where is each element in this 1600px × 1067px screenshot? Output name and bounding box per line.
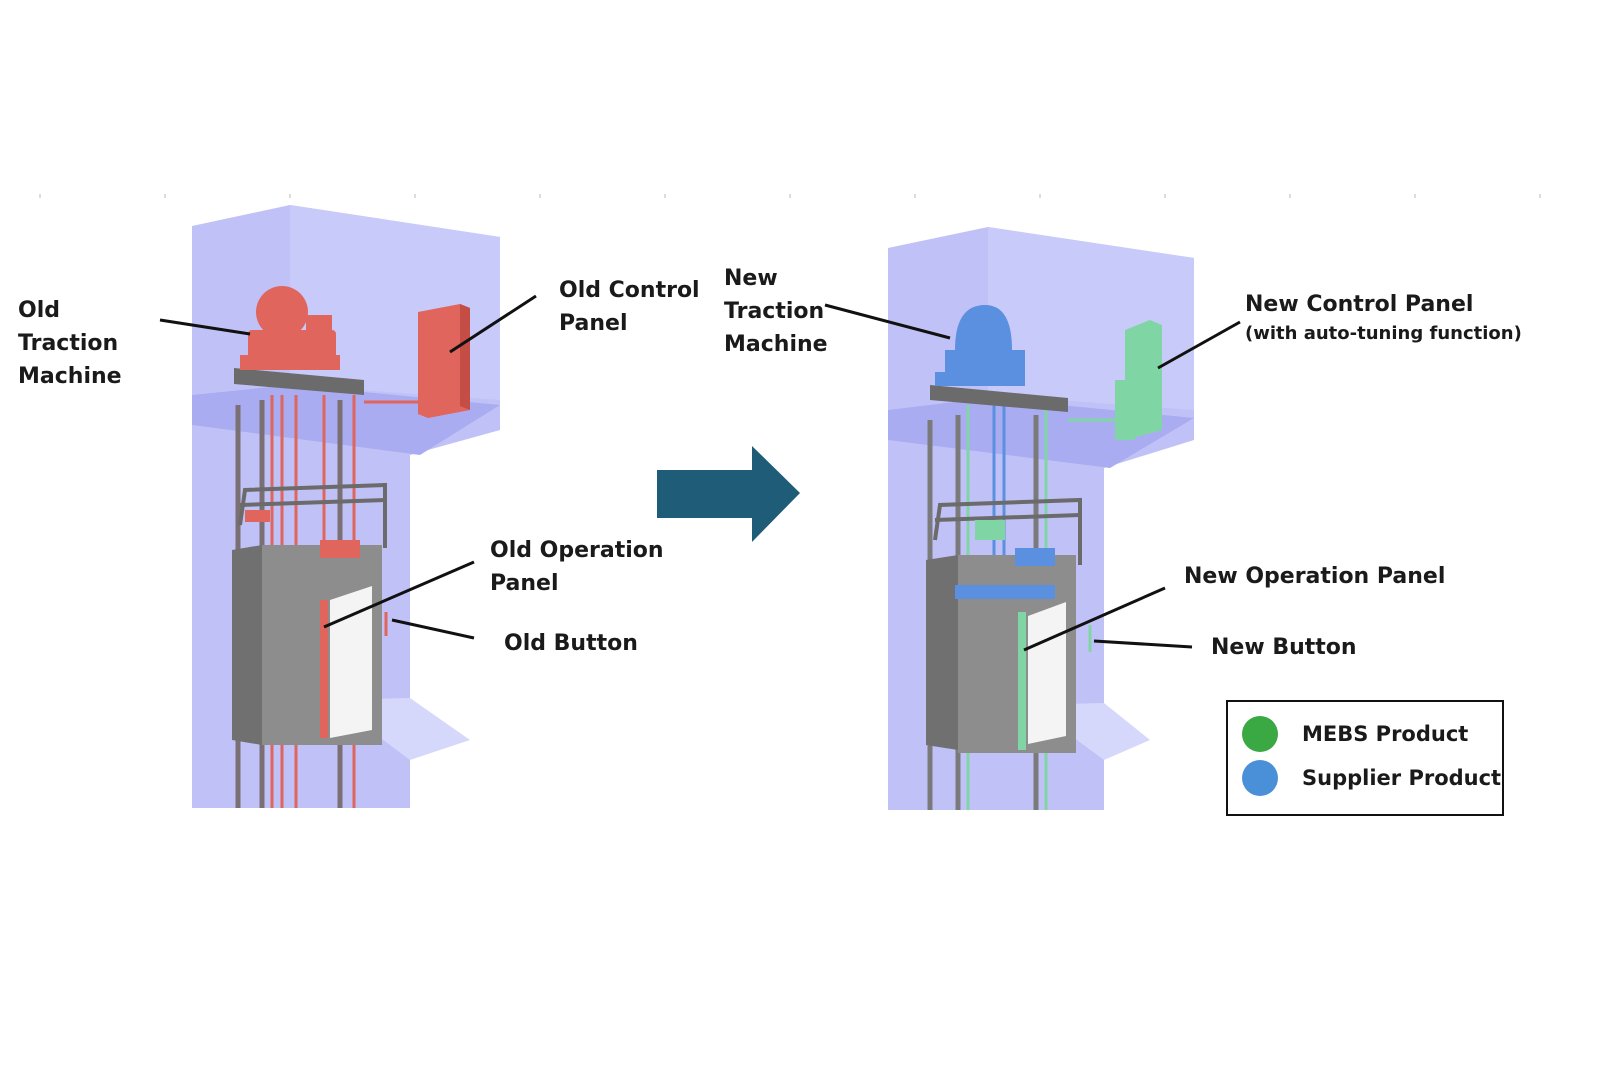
leader-lines (159, 294, 1241, 652)
elevator-new-illustration (888, 227, 1194, 810)
new-traction-machine-label: New Traction Machine (724, 266, 828, 357)
legend-item-mebs: MEBS Product (1242, 714, 1468, 754)
old-car-side (232, 545, 262, 745)
old-operation-panel-label: Old Operation Panel (490, 538, 664, 596)
old-car-door (330, 586, 372, 738)
old-control-panel (418, 304, 470, 418)
new-control-panel-label: New Control Panel (with auto-tuning func… (1245, 288, 1522, 347)
green-dot-icon (1242, 716, 1278, 752)
legend: MEBS Product Supplier Product (1226, 700, 1504, 816)
old-traction-machine-label: Old Traction Machine (18, 298, 122, 389)
new-control-panel (1115, 320, 1162, 440)
old-button-label: Old Button (504, 631, 638, 656)
dotted-guide (39, 194, 1541, 198)
old-traction-machine (240, 286, 340, 370)
new-traction-machine (935, 305, 1025, 386)
right-arrow-icon (657, 446, 800, 542)
legend-item-supplier: Supplier Product (1242, 758, 1501, 798)
elevator-old-illustration (192, 205, 500, 808)
new-car-door (1028, 602, 1066, 744)
legend-label-supplier: Supplier Product (1302, 766, 1502, 790)
old-control-panel-label: Old Control Panel (559, 278, 700, 336)
old-machine-beam (234, 368, 364, 395)
new-button-label: New Button (1211, 635, 1357, 660)
legend-label-mebs: MEBS Product (1302, 722, 1469, 746)
new-control-panel-note: (with auto-tuning function) (1245, 323, 1522, 344)
new-operation-panel-label: New Operation Panel (1184, 564, 1446, 589)
blue-dot-icon (1242, 760, 1278, 796)
